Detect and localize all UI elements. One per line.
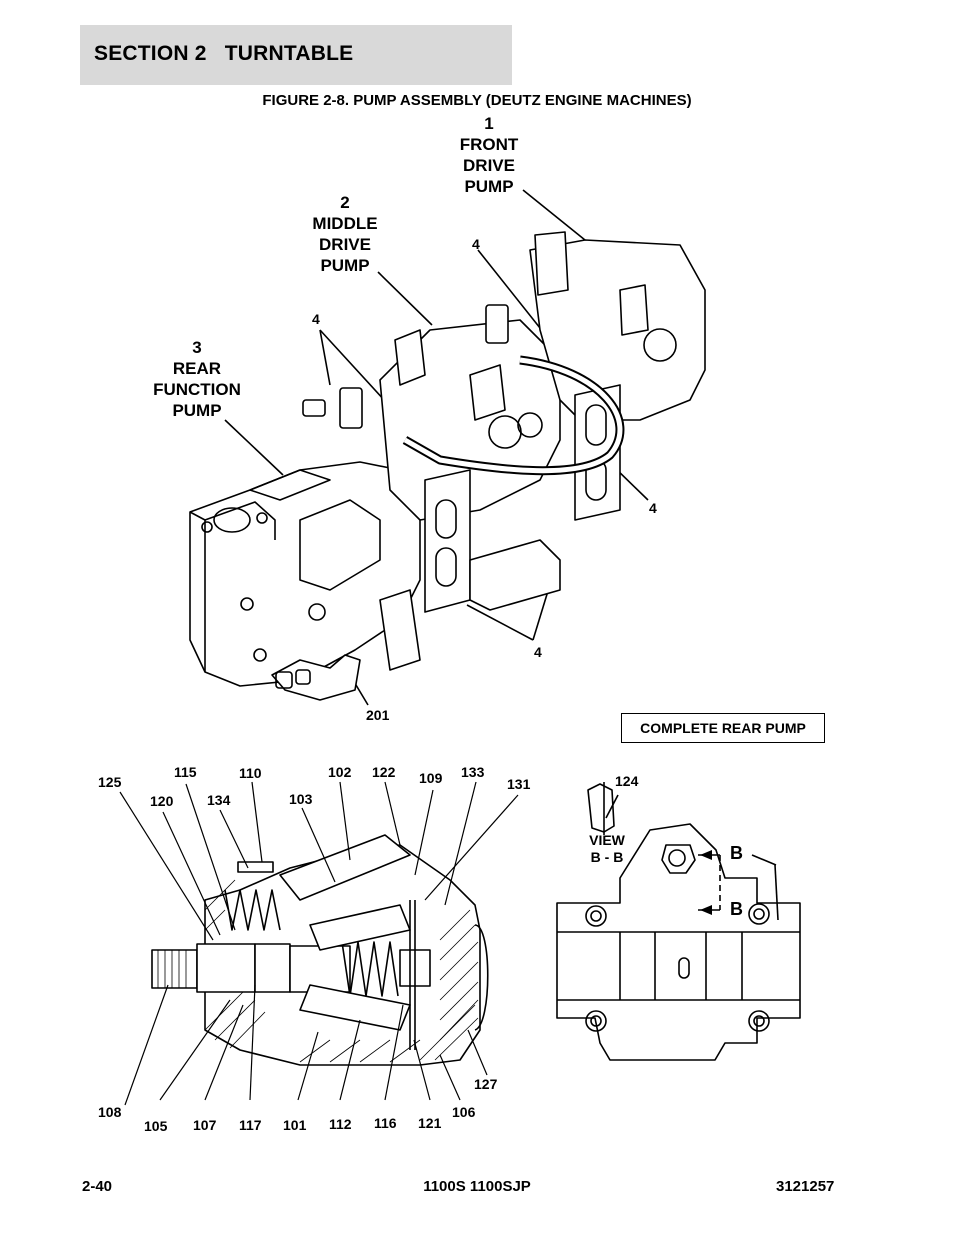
- callout-rear-line3: PUMP: [172, 401, 222, 420]
- ref-4-left: 4: [312, 311, 320, 327]
- ref-105: 105: [144, 1118, 168, 1134]
- ref-117: 117: [239, 1117, 262, 1133]
- ref-134: 134: [207, 792, 231, 808]
- ref-121: 121: [418, 1115, 442, 1131]
- ref-109: 109: [419, 770, 443, 786]
- ref-131: 131: [507, 776, 531, 792]
- footer-doc-number: 3121257: [776, 1178, 835, 1195]
- ref-106: 106: [452, 1104, 476, 1120]
- view-label: VIEW B - B: [587, 832, 627, 866]
- section-title: SECTION 2 TURNTABLE: [94, 42, 354, 65]
- ref-102: 102: [328, 764, 352, 780]
- section-mark-upper: B: [730, 843, 743, 863]
- section-mark-lower: B: [730, 899, 743, 919]
- footer-model: 1100S 1100SJP: [423, 1178, 531, 1195]
- ref-124: 124: [615, 773, 639, 789]
- footer-page-number: 2-40: [82, 1178, 113, 1195]
- ref-110: 110: [239, 765, 262, 781]
- callout-rear-line2: FUNCTION: [153, 380, 241, 399]
- callout-front-line3: PUMP: [464, 177, 514, 196]
- ref-133: 133: [461, 764, 485, 780]
- ref-108: 108: [98, 1104, 122, 1120]
- callout-middle-drive-pump: 2 MIDDLE DRIVE PUMP: [305, 192, 385, 276]
- callout-front-line1: FRONT: [459, 135, 519, 154]
- complete-rear-pump-label: COMPLETE REAR PUMP: [621, 713, 825, 743]
- ref-122: 122: [372, 764, 396, 780]
- ref-115: 115: [174, 764, 197, 780]
- ref-4-top: 4: [472, 236, 480, 252]
- view-label-line1: VIEW: [589, 832, 625, 848]
- callout-front-drive-pump: 1 FRONT DRIVE PUMP: [455, 113, 523, 197]
- view-label-line2: B - B: [590, 849, 624, 865]
- section-banner: SECTION 2 TURNTABLE: [80, 25, 512, 85]
- ref-120: 120: [150, 793, 174, 809]
- callout-front-number: 1: [484, 114, 494, 133]
- ref-116: 116: [374, 1115, 397, 1131]
- callout-middle-line2: DRIVE: [319, 235, 371, 254]
- ref-4-bottom: 4: [534, 644, 542, 660]
- ref-4-right: 4: [649, 500, 657, 516]
- callout-rear-function-pump: 3 REAR FUNCTION PUMP: [146, 337, 248, 421]
- figure-title: FIGURE 2-8. PUMP ASSEMBLY (DEUTZ ENGINE …: [262, 92, 692, 109]
- ref-103: 103: [289, 791, 313, 807]
- ref-125: 125: [98, 774, 122, 790]
- ref-112: 112: [329, 1116, 352, 1132]
- callout-middle-line3: PUMP: [320, 256, 370, 275]
- ref-201: 201: [366, 707, 390, 723]
- ref-127: 127: [474, 1076, 498, 1092]
- callout-front-line2: DRIVE: [463, 156, 515, 175]
- callout-middle-line1: MIDDLE: [312, 214, 378, 233]
- callout-middle-number: 2: [340, 193, 350, 212]
- callout-rear-number: 3: [192, 338, 202, 357]
- ref-107: 107: [193, 1117, 217, 1133]
- ref-101: 101: [283, 1117, 307, 1133]
- callout-rear-line1: REAR: [172, 359, 222, 378]
